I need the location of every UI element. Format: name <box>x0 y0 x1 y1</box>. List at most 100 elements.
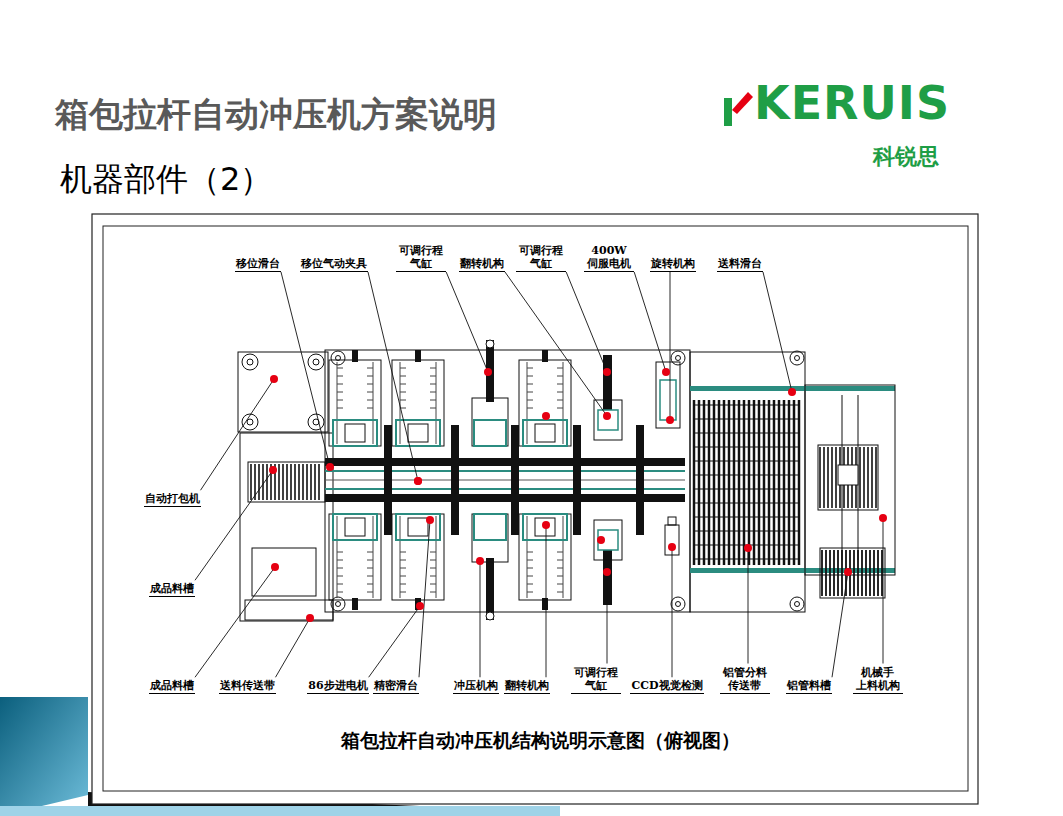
gripper-core <box>535 518 555 536</box>
gripper-fingers <box>823 447 825 508</box>
rail-tick <box>527 392 533 393</box>
rail-tick <box>557 560 563 561</box>
roller <box>242 354 258 370</box>
rail-tick <box>400 368 406 369</box>
track-bar <box>325 494 685 502</box>
rail-tick <box>557 552 563 553</box>
callout-dot <box>414 477 422 485</box>
tube-conveyor <box>728 400 731 565</box>
conveyor-hatch <box>310 464 312 500</box>
rail-tick <box>400 376 406 377</box>
callout-dot <box>744 544 752 552</box>
inner-frame <box>103 226 968 791</box>
rail-tick <box>430 576 436 577</box>
tube-conveyor <box>753 400 756 565</box>
callout-dot <box>542 412 550 420</box>
rail-tick <box>430 392 436 393</box>
rail-tick <box>337 400 343 401</box>
product-bin <box>252 548 316 596</box>
gripper-fingers <box>831 447 833 508</box>
rail-tick <box>367 400 373 401</box>
rail-tick <box>400 568 406 569</box>
callout-dot <box>666 416 674 424</box>
robot-hub <box>838 465 858 485</box>
tube-conveyor <box>694 419 800 420</box>
slide-rail <box>337 516 338 598</box>
leader-line <box>446 272 488 372</box>
rail-tick <box>337 392 343 393</box>
rail-tick <box>367 368 373 369</box>
rail-tick <box>430 568 436 569</box>
roller <box>308 414 324 430</box>
callout-dot <box>844 568 852 576</box>
page-subtitle: 机器部件（2） <box>60 158 272 202</box>
rail-tick <box>527 376 533 377</box>
slide-rail <box>436 516 437 598</box>
conveyor-hatch <box>314 464 316 500</box>
conveyor-hatch <box>318 464 320 500</box>
part-label: 机械手 上料机构 <box>853 666 903 695</box>
gripper <box>396 514 440 540</box>
callout-dot <box>603 368 611 376</box>
roller <box>247 419 253 425</box>
conveyor-hatch <box>278 464 280 500</box>
logo-icon <box>732 92 753 114</box>
rail-tick <box>430 408 436 409</box>
rail-tick <box>367 392 373 393</box>
caster <box>676 356 681 361</box>
slide-module <box>519 514 571 600</box>
rail-tick <box>527 576 533 577</box>
tube-bin <box>820 548 885 598</box>
rail-tick <box>367 376 373 377</box>
cross-bar <box>451 425 459 535</box>
flip-module <box>594 520 622 560</box>
gripper <box>523 514 567 540</box>
robot-gripper <box>818 445 878 510</box>
robot-frame <box>805 385 895 575</box>
gripper-fingers <box>827 447 829 508</box>
leader-line <box>368 272 418 481</box>
caster <box>331 597 345 611</box>
rail-tick <box>527 592 533 593</box>
caster <box>790 597 804 611</box>
rail-tick <box>430 584 436 585</box>
callout-dot <box>603 412 611 420</box>
end-block <box>542 350 548 362</box>
conveyor-hatch <box>250 464 252 500</box>
gripper-core <box>345 518 365 536</box>
part-label: 86步进电机 <box>307 679 368 694</box>
caster <box>676 602 681 607</box>
rail-tick <box>527 584 533 585</box>
rail-tick <box>400 584 406 585</box>
conveyor-hatch <box>290 464 292 500</box>
end-block <box>542 598 548 610</box>
part-label: 送料滑台 <box>717 257 763 272</box>
rail-tick <box>337 576 343 577</box>
tube-conveyor <box>773 400 776 565</box>
slide-rail <box>337 362 338 444</box>
caster <box>790 351 804 365</box>
track-rail <box>325 488 685 490</box>
tube-conveyor <box>748 400 751 565</box>
part-label: 翻转机构 <box>459 257 505 272</box>
callout-dot <box>426 516 434 524</box>
gripper-fingers <box>867 447 869 508</box>
roller <box>308 354 324 370</box>
gripper-fingers <box>875 447 877 508</box>
tube-stack <box>877 550 879 596</box>
main-frame <box>325 350 690 612</box>
page-title: 箱包拉杆自动冲压机方案说明 <box>55 92 497 138</box>
callout-dot <box>788 388 796 396</box>
tube-conveyor <box>763 400 766 565</box>
leader-line <box>195 567 275 677</box>
rail-tick <box>527 384 533 385</box>
rail-tick <box>430 552 436 553</box>
part-label: 成品料槽 <box>149 582 195 597</box>
rail-tick <box>337 384 343 385</box>
leader-line <box>748 548 749 664</box>
rail-tick <box>527 368 533 369</box>
tube-conveyor <box>708 400 711 565</box>
ccd-lens <box>668 517 676 525</box>
tube-stack <box>861 550 863 596</box>
